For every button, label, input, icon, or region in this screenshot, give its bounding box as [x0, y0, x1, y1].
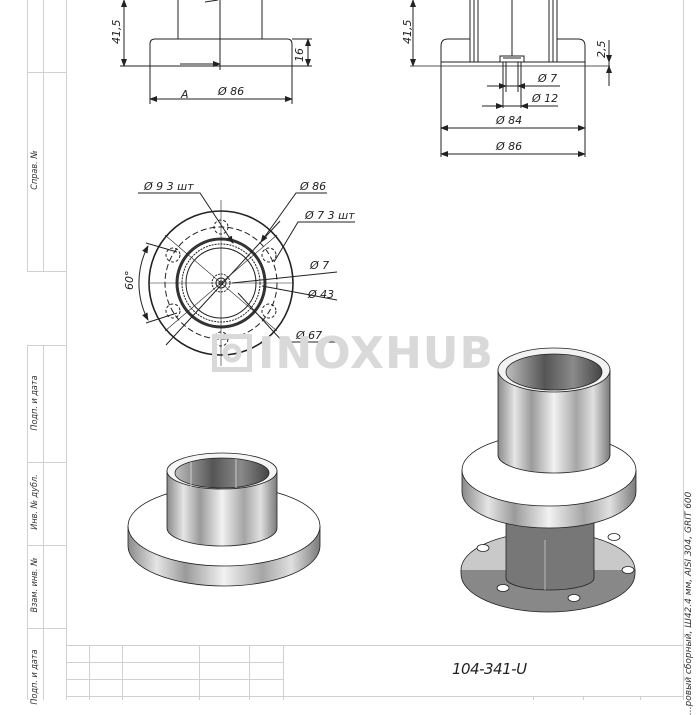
titleblock-row: [66, 662, 283, 663]
titleblock-row: [66, 696, 684, 697]
frame-left-inner: [43, 0, 44, 272]
top-holes-7: Ø 7 3 шт: [304, 209, 355, 222]
frame-hline: [27, 545, 67, 546]
material-note: ...ровый сборный, Ш42.4 мм, AISI 304, GR…: [684, 491, 694, 715]
top-d7: Ø 7: [309, 259, 329, 272]
section-height-label: 41,5: [401, 20, 414, 45]
section-d7: Ø 7: [537, 72, 557, 85]
frame-hline: [27, 271, 67, 272]
top-d86: Ø 86: [299, 180, 326, 193]
frame-hline: [27, 462, 67, 463]
frame-hline: [27, 628, 67, 629]
frame-left-outer: [27, 345, 28, 700]
frame-right-border: [683, 0, 684, 700]
inoxhub-logo-icon: [212, 334, 252, 372]
top-view: [138, 192, 355, 366]
titleblock-col: [533, 696, 534, 700]
section-d86: Ø 86: [495, 140, 522, 153]
titleblock-col: [583, 696, 584, 700]
titleblock-col: [122, 645, 123, 700]
titleblock-col: [249, 645, 250, 700]
frame-left-outer: [27, 0, 28, 272]
titleblock-col: [89, 645, 90, 700]
front-height-label: 41,5: [110, 20, 123, 45]
render-flange-cover: [127, 452, 321, 587]
section-d12: Ø 12: [531, 92, 558, 105]
top-angle: 60°: [123, 271, 136, 291]
section-view: [410, 0, 612, 157]
part-number: 104-341-U: [452, 660, 527, 678]
top-d43: Ø 43: [307, 288, 334, 301]
frame-hline: [27, 345, 67, 346]
titleblock-top: [66, 645, 684, 646]
titleblock-col: [283, 645, 284, 700]
render-assembly: [460, 347, 637, 613]
section-d84: Ø 84: [495, 114, 522, 127]
front-flange-height: 16: [293, 48, 306, 62]
watermark-text: INOXHUB: [258, 328, 495, 379]
frame-left-inner: [43, 345, 44, 700]
section-mark: A: [180, 88, 189, 101]
frame-hline: [27, 72, 67, 73]
technical-drawing: 41,5 16 Ø 86 A: [110, 0, 637, 613]
titleblock-row: [66, 679, 283, 680]
front-view: [120, 0, 312, 104]
titleblock-col: [640, 696, 641, 700]
top-d67: Ø 67: [295, 329, 322, 342]
drawing-sheet: Справ. № Подп. и дата Инв. № дубл. Взам.…: [27, 0, 694, 715]
titleblock-col: [199, 645, 200, 700]
section-plate-thickness: 2,5: [595, 41, 608, 59]
front-diameter: Ø 86: [217, 85, 244, 98]
frame-left-border: [66, 0, 67, 700]
top-holes-9: Ø 9 3 шт: [143, 180, 194, 193]
